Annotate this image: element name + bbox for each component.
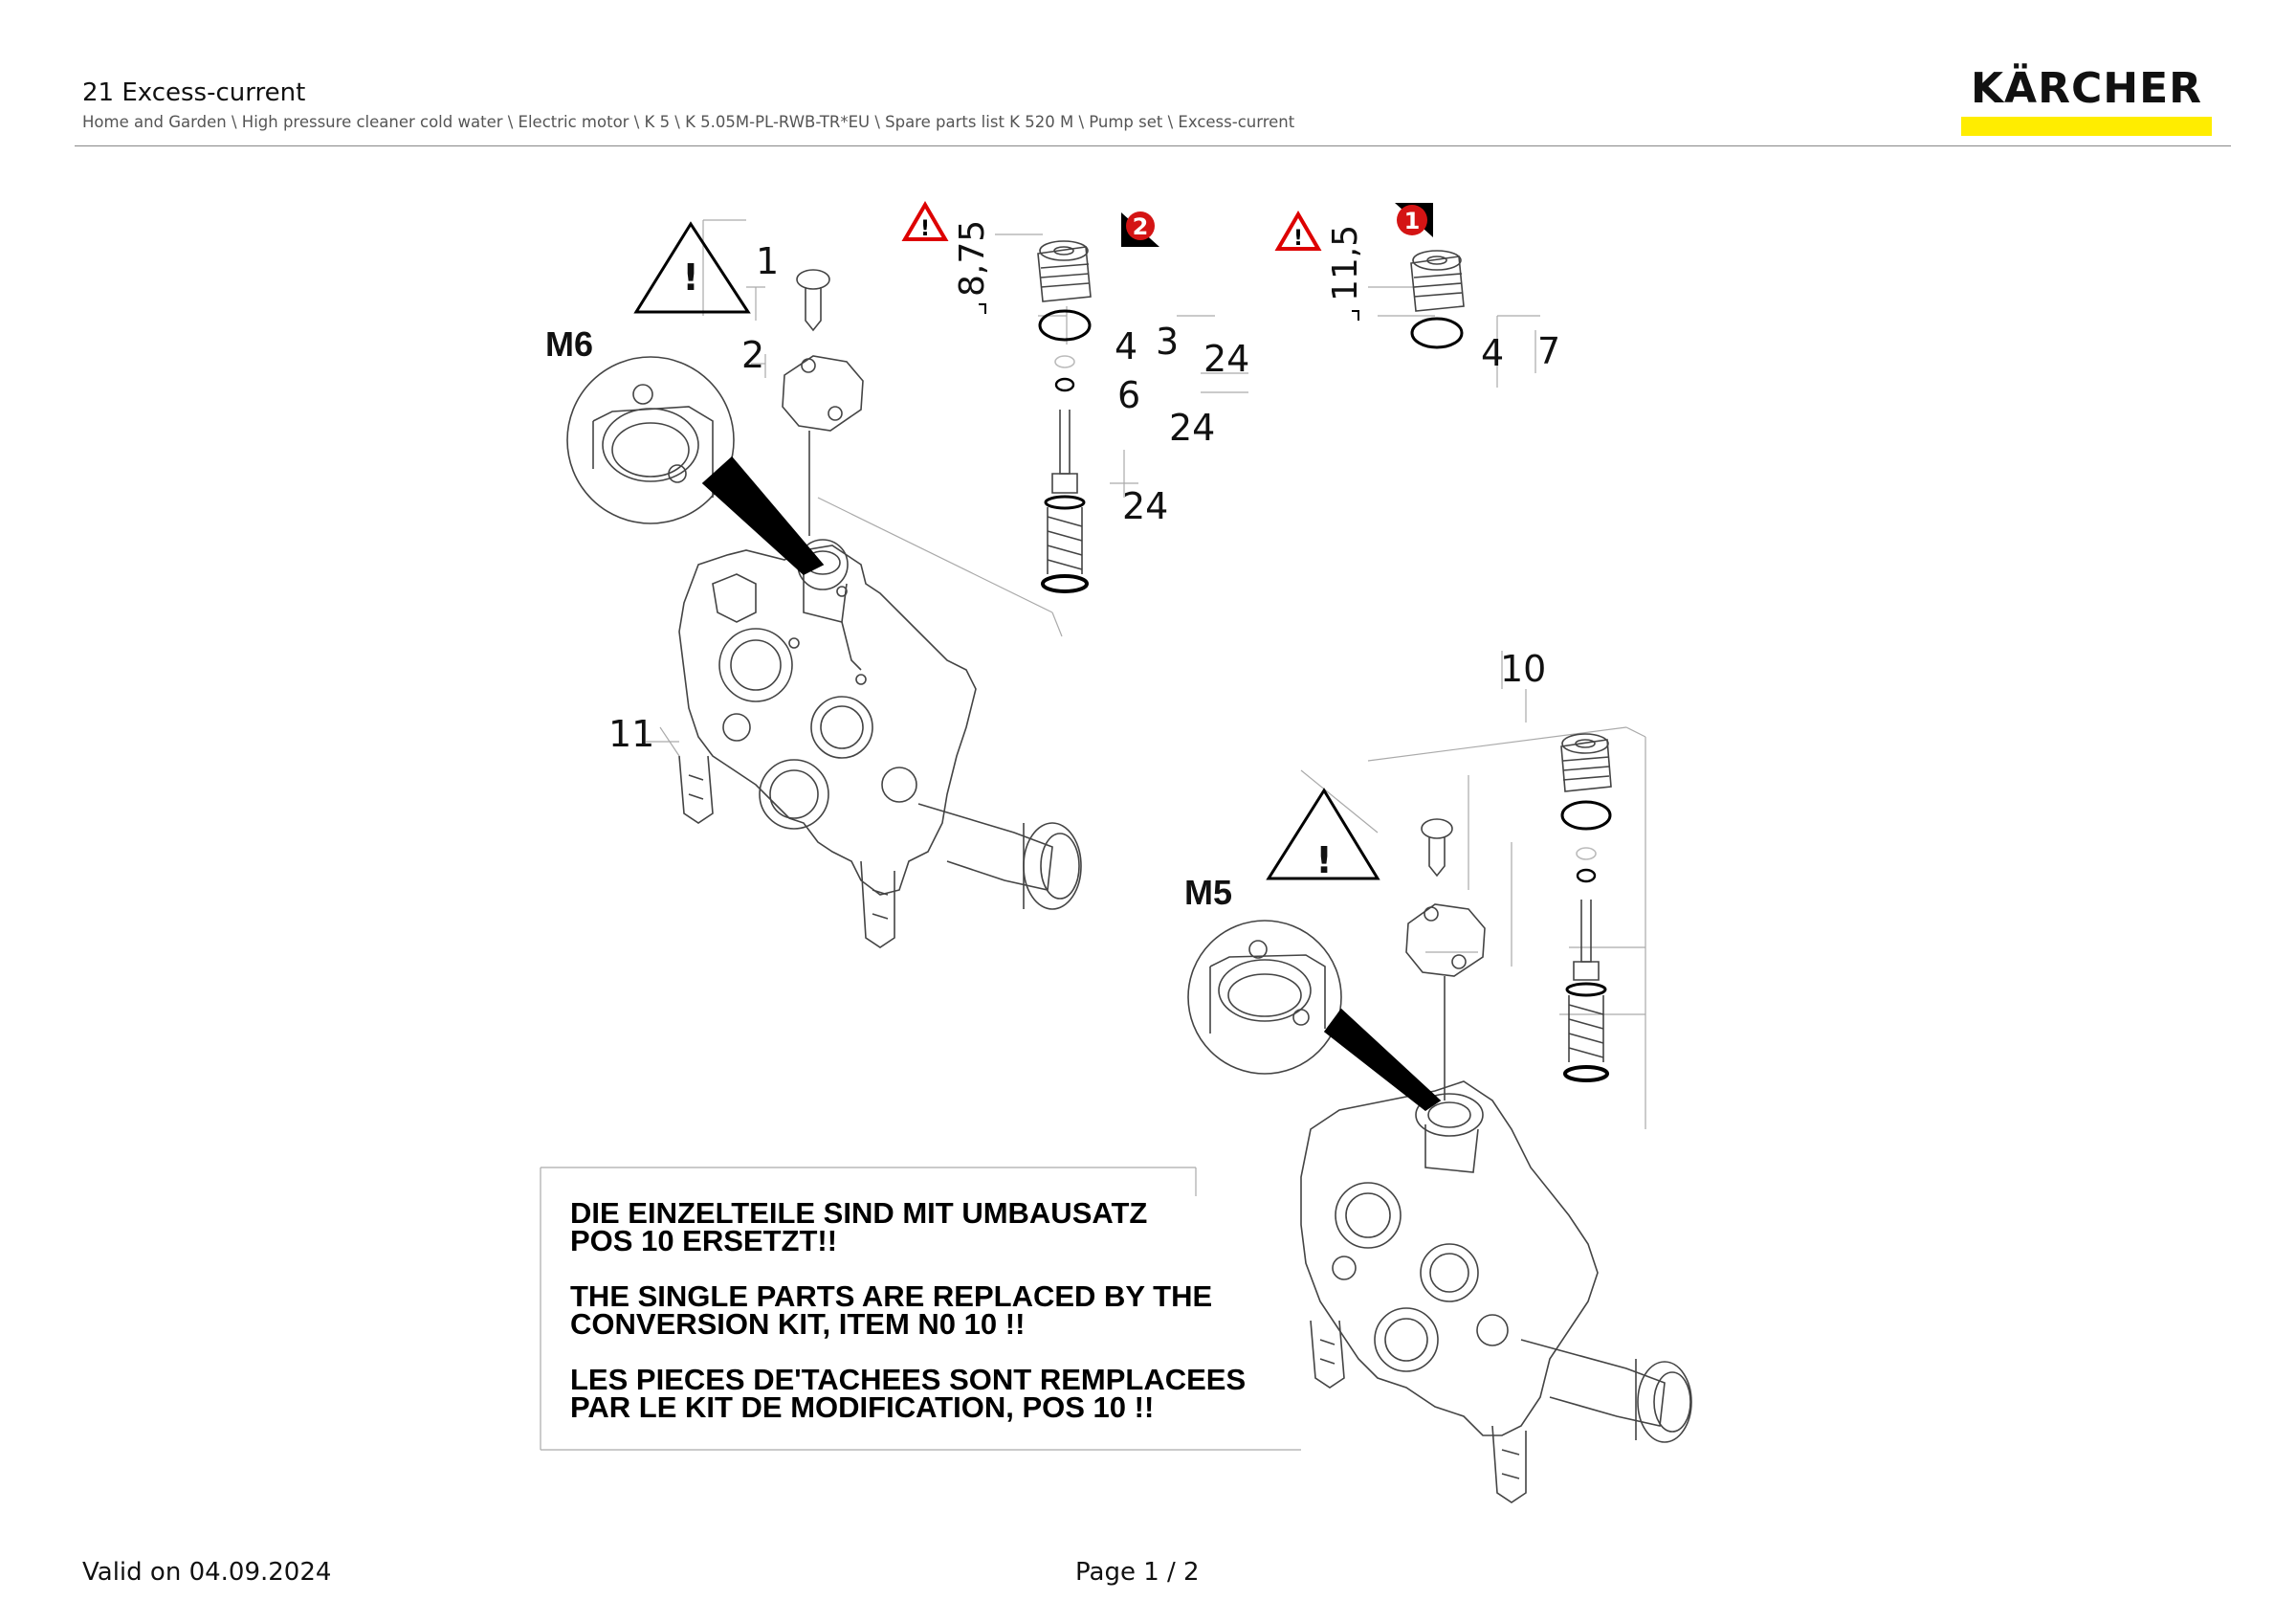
m6-zoom-pointer <box>701 456 825 575</box>
callout-24b: 24 <box>1169 407 1215 449</box>
callout-4b: 4 <box>1481 332 1504 374</box>
badge-2-label: 2 <box>1133 213 1149 240</box>
callout-24a: 24 <box>1203 338 1249 380</box>
small-warning-icon-1 <box>901 201 949 241</box>
small-warning-mark-1: ! <box>920 217 930 241</box>
dimension-tick-1 <box>979 303 986 314</box>
badge-1-icon <box>1395 203 1433 237</box>
warning-mark-left: ! <box>682 256 698 299</box>
page-number: Page 1 / 2 <box>1075 1558 1200 1587</box>
valid-date: Valid on 04.09.2024 <box>82 1558 332 1587</box>
valve-plug-7 <box>1410 250 1465 312</box>
dimension-8-75: 8,75 <box>953 220 992 297</box>
oring-6 <box>1054 377 1075 392</box>
callout-1: 1 <box>756 240 779 282</box>
callout-2: 2 <box>741 334 764 376</box>
header-divider <box>75 145 2231 146</box>
oring-small-right <box>1576 868 1597 883</box>
washer-right <box>1576 847 1597 860</box>
oring-right <box>1560 800 1612 831</box>
m5-zoom-pointer <box>1323 1008 1442 1111</box>
dimension-tick-2 <box>1352 310 1359 321</box>
karcher-logo: KÄRCHER <box>1961 63 2212 136</box>
plate-2 <box>782 355 864 536</box>
note-line-de-1: DIE EINZELTEILE SIND MIT UMBAUSATZ <box>570 1196 1147 1230</box>
pump-head-lower <box>1300 1080 1692 1503</box>
note-line-en-1: THE SINGLE PARTS ARE REPLACED BY THE <box>570 1279 1212 1313</box>
logo-yellow-bar <box>1961 117 2212 136</box>
callout-24c: 24 <box>1122 485 1168 527</box>
warning-triangle-left <box>633 221 751 314</box>
valve-pin-right <box>1563 900 1609 1082</box>
note-line-fr-2: PAR LE KIT DE MODIFICATION, POS 10 !! <box>570 1390 1154 1424</box>
leader-lines <box>540 219 1646 1451</box>
callout-7: 7 <box>1537 330 1560 372</box>
dimension-11-5: 11,5 <box>1326 225 1365 301</box>
callout-11: 11 <box>608 713 654 755</box>
callout-3: 3 <box>1156 321 1179 363</box>
warning-triangle-right <box>1266 788 1380 880</box>
note-line-fr-1: LES PIECES DE'TACHEES SONT REMPLACEES <box>570 1363 1246 1396</box>
oring-4b <box>1410 317 1464 349</box>
small-warning-mark-2: ! <box>1293 227 1303 251</box>
replacement-note: DIE EINZELTEILE SIND MIT UMBAUSATZ POS 1… <box>570 1196 1246 1424</box>
pump-head-upper <box>678 539 1082 948</box>
plate-right <box>1405 903 1486 1101</box>
logo-text: KÄRCHER <box>1970 64 2203 113</box>
badge-2-icon <box>1121 211 1159 247</box>
screw-1 <box>796 269 830 332</box>
m5-detail-circle <box>1187 920 1342 1075</box>
valve-plug-1 <box>1037 240 1092 302</box>
callout-4a: 4 <box>1115 325 1137 367</box>
screw-right <box>1421 818 1453 878</box>
warning-mark-right: ! <box>1315 839 1332 881</box>
callout-6: 6 <box>1117 374 1140 416</box>
note-line-de-2: POS 10 ERSETZT!! <box>570 1224 837 1257</box>
thread-label-m6: M6 <box>545 324 593 364</box>
breadcrumb[interactable]: Home and Garden \ High pressure cleaner … <box>82 113 1295 131</box>
oring-4a <box>1038 309 1092 342</box>
small-warning-icon-2 <box>1274 211 1322 251</box>
callout-10: 10 <box>1500 648 1546 690</box>
valve-plug-right <box>1560 733 1612 792</box>
valve-pin-24 <box>1041 410 1089 593</box>
badge-1-label: 1 <box>1404 208 1421 234</box>
thread-label-m5: M5 <box>1184 873 1232 912</box>
note-line-en-2: CONVERSION KIT, ITEM N0 10 !! <box>570 1307 1025 1341</box>
page-title: 21 Excess-current <box>82 78 306 107</box>
washer-3 <box>1054 355 1075 368</box>
m6-detail-circle <box>566 356 735 524</box>
